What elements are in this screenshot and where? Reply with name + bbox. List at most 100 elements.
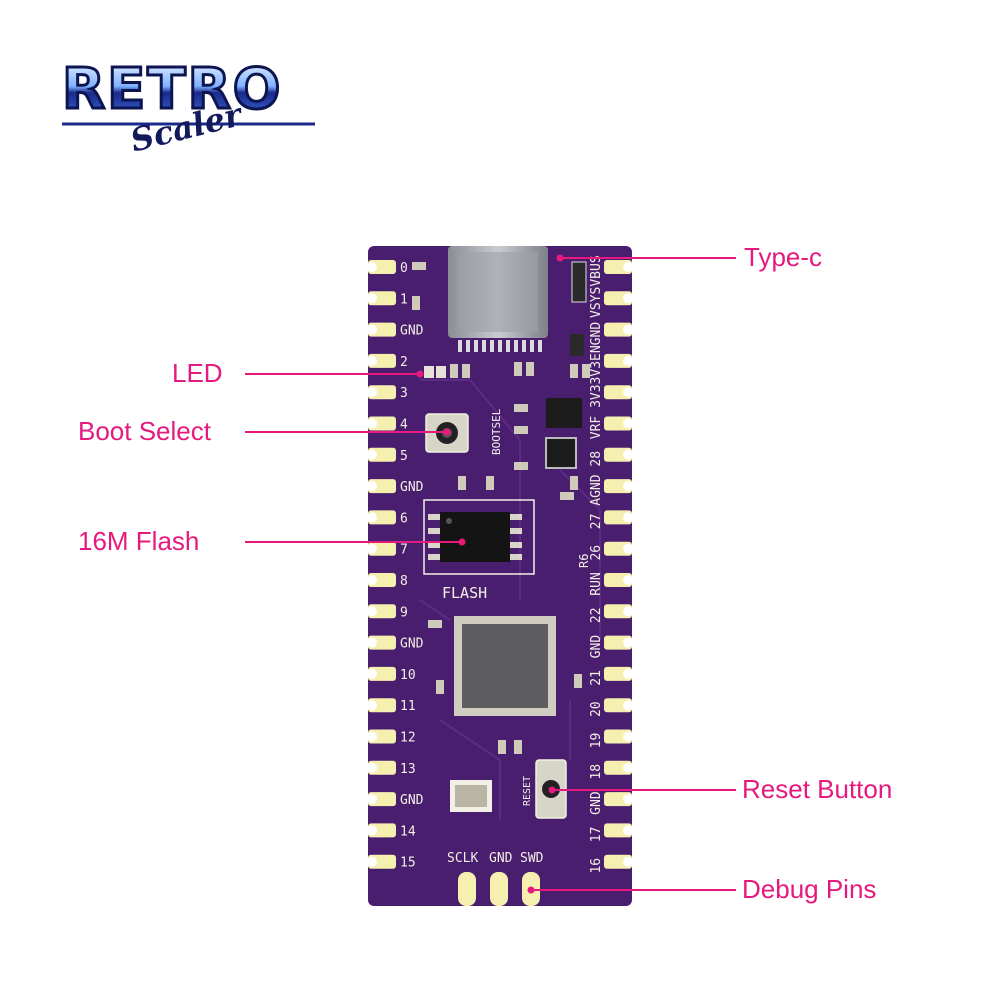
- pin-left-5: 4: [367, 416, 408, 433]
- pin-label-left: 4: [400, 418, 408, 433]
- callouts: LED Boot Select 16M Flash Type-c Reset B…: [78, 242, 892, 904]
- pin-right-12: GND: [589, 635, 633, 659]
- pin-left-10: 8: [367, 573, 408, 589]
- pin-left-14: 11: [367, 698, 416, 714]
- pin-right-7: AGND: [589, 474, 633, 506]
- pin-label-right: 22: [589, 607, 604, 623]
- pin-left-12: GND: [367, 635, 424, 652]
- pin-left-13: 10: [367, 666, 416, 683]
- silk-swd: SWD: [520, 851, 544, 866]
- pin-left-17: GND: [367, 792, 424, 808]
- pin-left-19: 15: [367, 854, 416, 871]
- callout-label-debug-pins: Debug Pins: [742, 874, 876, 904]
- pin-left-1: 1: [367, 291, 408, 307]
- pin-right-1: VSYS: [589, 287, 633, 318]
- silk-bootsel: BOOTSEL: [490, 408, 503, 455]
- pin-label-right: 21: [589, 670, 604, 686]
- pin-left-8: 6: [367, 510, 408, 526]
- pin-label-left: GND: [400, 324, 424, 339]
- callout-label-led: LED: [172, 358, 223, 388]
- pin-label-left: 13: [400, 762, 416, 777]
- pin-label-left: GND: [400, 480, 424, 495]
- pin-right-4: 3V3: [589, 384, 633, 408]
- diode: [571, 261, 587, 303]
- pin-label-right: 20: [589, 701, 604, 717]
- silk-flash: FLASH: [442, 584, 487, 602]
- callout-label-boot-select: Boot Select: [78, 416, 212, 446]
- passive-components: [412, 262, 590, 754]
- pin-label-left: 12: [400, 731, 416, 746]
- pin-right-9: 26: [589, 541, 633, 561]
- silk-gnd-debug: GND: [489, 851, 513, 866]
- flash-chip: [423, 499, 535, 575]
- silk-sclk: SCLK: [447, 851, 478, 866]
- retro-scaler-logo: RETRO Scaler: [61, 56, 315, 160]
- pin-left-15: 12: [367, 729, 416, 746]
- logo-text-top: RETRO: [62, 57, 282, 122]
- pin-label-left: GND: [400, 793, 424, 808]
- rp2040-mcu: [454, 616, 556, 716]
- pin-right-16: 18: [589, 760, 633, 780]
- pico-board: BOOTSEL: [367, 246, 633, 906]
- pin-right-0: VBUS: [589, 255, 633, 287]
- pin-label-right: VSYS: [589, 287, 604, 318]
- pin-right-2: GND: [589, 322, 633, 346]
- pin-left-9: 7: [367, 541, 408, 558]
- led: [424, 366, 446, 378]
- pin-right-18: 17: [589, 823, 633, 842]
- pin-label-right: VRF: [589, 416, 604, 440]
- pin-left-6: 5: [367, 447, 408, 464]
- pin-label-right: 26: [589, 545, 604, 561]
- pin-label-right: AGND: [589, 474, 604, 505]
- pin-label-right: 17: [589, 827, 604, 843]
- pin-left-16: 13: [367, 760, 416, 777]
- inductor: [545, 437, 577, 469]
- crystal: [450, 780, 492, 812]
- debug-pads: [458, 872, 540, 906]
- pin-label-left: 0: [400, 261, 408, 276]
- pin-right-10: RUN: [589, 572, 633, 596]
- pin-label-left: 7: [400, 543, 408, 558]
- pin-label-right: 27: [589, 514, 604, 530]
- pin-label-right: GND: [589, 791, 604, 815]
- pin-label-left: 8: [400, 574, 408, 589]
- pin-left-2: GND: [367, 322, 424, 339]
- pin-label-right: GND: [589, 322, 604, 346]
- pin-right-11: 22: [589, 604, 633, 623]
- pin-label-right: GND: [589, 635, 604, 659]
- pin-label-right: 19: [589, 733, 604, 749]
- pin-left-3: 2: [367, 353, 408, 370]
- pin-label-left: 1: [400, 292, 408, 307]
- pin-label-right: 3V3: [589, 384, 604, 407]
- pin-label-right: 28: [589, 451, 604, 467]
- pin-right-6: 28: [589, 447, 633, 467]
- pin-label-right: 3V3EN: [589, 345, 604, 384]
- callout-label-flash: 16M Flash: [78, 526, 199, 556]
- usb-pins: [458, 340, 542, 352]
- usb-c-connector: [448, 246, 548, 352]
- pin-label-left: 2: [400, 355, 408, 370]
- pin-right-3: 3V3EN: [589, 345, 633, 384]
- silk-reset: RESET: [522, 776, 533, 806]
- regulator-chip: [546, 398, 582, 428]
- pin-left-7: GND: [367, 479, 424, 495]
- pin-right-19: 16: [589, 854, 633, 874]
- pin-label-left: 11: [400, 699, 416, 714]
- pin-label-right: 18: [589, 764, 604, 780]
- pin-label-left: GND: [400, 637, 424, 652]
- pin-right-14: 20: [589, 698, 633, 717]
- callout-label-reset-button: Reset Button: [742, 774, 892, 804]
- callout-label-type-c: Type-c: [744, 242, 822, 272]
- pin-right-5: VRF: [589, 416, 633, 440]
- pin-label-left: 10: [400, 668, 416, 683]
- silk-r6: R6: [577, 554, 591, 568]
- pin-label-left: 3: [400, 386, 408, 401]
- pin-left-11: 9: [367, 604, 408, 620]
- pin-right-13: 21: [589, 666, 633, 686]
- pin-label-left: 9: [400, 605, 408, 620]
- pin-left-4: 3: [367, 385, 408, 401]
- pin-label-right: 16: [589, 858, 604, 874]
- pin-left-0: 0: [367, 260, 408, 276]
- pin-label-left: 5: [400, 449, 408, 464]
